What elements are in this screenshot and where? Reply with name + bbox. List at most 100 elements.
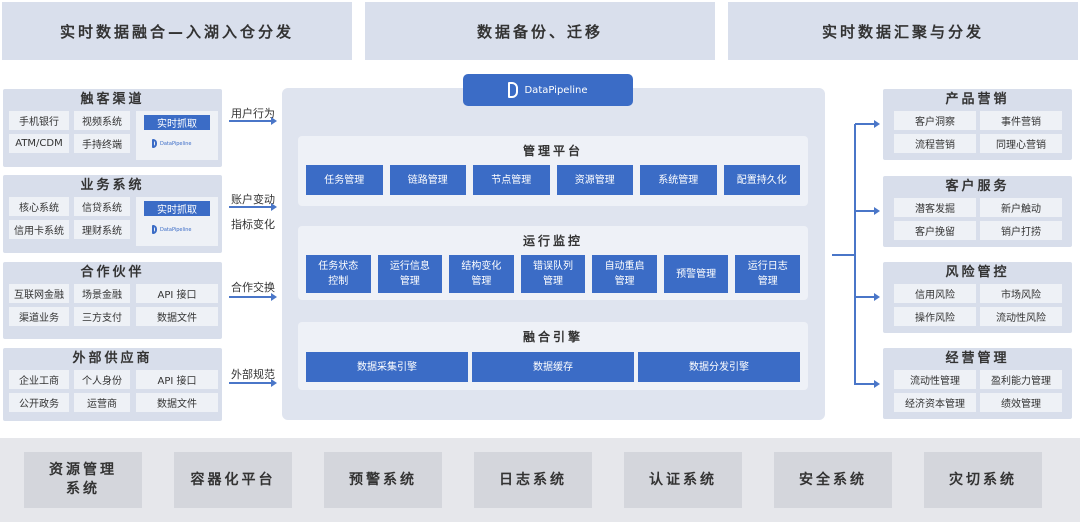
source-item: 视频系统: [74, 111, 130, 130]
application-group: 产品营销客户洞察事件营销流程营销同理心营销: [883, 89, 1072, 160]
infrastructure-system: 预警系统: [324, 452, 442, 508]
infrastructure-system: 认证系统: [624, 452, 742, 508]
module-button[interactable]: 节点管理: [473, 165, 550, 195]
application-item: 同理心营销: [980, 134, 1062, 153]
source-item: API 接口: [136, 284, 218, 303]
flow-label: 用户行为: [231, 107, 275, 120]
logo-text: DataPipeline: [160, 140, 192, 147]
source-item: 渠道业务: [9, 307, 69, 326]
module-button[interactable]: 数据采集引擎: [306, 352, 468, 382]
application-group: 经营管理流动性管理盈利能力管理经济资本管理绩效管理: [883, 348, 1072, 419]
realtime-capture-button[interactable]: 实时抓取: [144, 115, 210, 130]
section-title: 运行监控: [522, 234, 583, 248]
connector-line: [832, 254, 855, 256]
capture-panel: 实时抓取 DataPipeline: [136, 111, 218, 160]
datapipeline-logo-badge: DataPipeline: [463, 74, 633, 106]
flow-arrow: [855, 207, 880, 215]
application-item: 流程营销: [894, 134, 976, 153]
module-button[interactable]: 运行信息 管理: [377, 255, 443, 293]
flow-label: 外部规范: [231, 368, 275, 381]
source-item: ATM/CDM: [9, 134, 69, 153]
application-item: 流动性管理: [894, 370, 976, 389]
datapipeline-icon: [152, 225, 157, 234]
application-group: 客户服务潜客发掘新户触动客户挽留销户打捞: [883, 176, 1072, 247]
source-item: 场景金融: [74, 284, 130, 303]
platform-section: 运行监控任务状态 控制运行信息 管理结构变化 管理错误队列 管理自动重启 管理预…: [298, 226, 808, 300]
module-button[interactable]: 错误队列 管理: [520, 255, 586, 293]
datapipeline-icon: [508, 82, 519, 98]
infrastructure-system: 灾切系统: [924, 452, 1042, 508]
module-button[interactable]: 运行日志 管理: [735, 255, 800, 293]
module-button[interactable]: 配置持久化: [723, 165, 800, 195]
infrastructure-bar: 资源管理 系统容器化平台预警系统日志系统认证系统安全系统灾切系统: [0, 438, 1080, 522]
flow-label: 合作交换: [231, 281, 275, 294]
source-item: 企业工商: [9, 370, 69, 389]
section-title: 管理平台: [522, 144, 583, 158]
source-item: 公开政务: [9, 393, 69, 412]
module-button[interactable]: 系统管理: [640, 165, 717, 195]
group-title: 风险管控: [945, 265, 1010, 280]
logo-text: DataPipeline: [160, 226, 192, 233]
module-button[interactable]: 自动重启 管理: [592, 255, 657, 293]
module-button[interactable]: 预警管理: [663, 255, 729, 293]
source-item: 信贷系统: [74, 197, 130, 216]
realtime-capture-button[interactable]: 实时抓取: [144, 201, 210, 216]
module-button[interactable]: 任务状态 控制: [306, 255, 371, 293]
infrastructure-system: 容器化平台: [174, 452, 292, 508]
infrastructure-system: 安全系统: [774, 452, 892, 508]
application-item: 销户打捞: [980, 221, 1062, 240]
module-button[interactable]: 数据缓存: [472, 352, 634, 382]
flow-arrow: [229, 379, 277, 387]
application-item: 新户触动: [980, 198, 1062, 217]
flow-arrow: [855, 380, 880, 388]
module-button[interactable]: 结构变化 管理: [449, 255, 514, 293]
group-title: 产品营销: [945, 92, 1010, 107]
logo-text: DataPipeline: [524, 84, 588, 96]
source-item: API 接口: [136, 370, 218, 389]
datapipeline-icon: [152, 139, 157, 148]
source-item: 互联网金融: [9, 284, 69, 303]
module-button[interactable]: 任务管理: [306, 165, 383, 195]
application-item: 市场风险: [980, 284, 1062, 303]
source-item: 手持终端: [74, 134, 130, 153]
source-item: 数据文件: [136, 393, 218, 412]
datapipeline-logo: DataPipeline: [152, 139, 192, 148]
platform-section: 管理平台任务管理链路管理节点管理资源管理系统管理配置持久化: [298, 136, 808, 206]
flow-arrow: [229, 293, 277, 301]
platform-section: 融合引擎数据采集引擎数据缓存数据分发引擎: [298, 322, 808, 390]
group-title: 触客渠道: [80, 92, 145, 107]
application-item: 信用风险: [894, 284, 976, 303]
source-item: 手机银行: [9, 111, 69, 130]
module-button[interactable]: 数据分发引擎: [638, 352, 800, 382]
capture-panel: 实时抓取 DataPipeline: [136, 197, 218, 246]
flow-arrow: [229, 117, 277, 125]
banner-title: 实时数据汇聚与分发: [728, 2, 1078, 60]
group-title: 经营管理: [945, 351, 1010, 366]
flow-arrow: [855, 293, 880, 301]
section-title: 融合引擎: [522, 330, 583, 344]
group-title: 客户服务: [945, 179, 1010, 194]
banner-title: 数据备份、迁移: [365, 2, 715, 60]
source-item: 信用卡系统: [9, 220, 69, 239]
application-item: 潜客发掘: [894, 198, 976, 217]
datapipeline-logo: DataPipeline: [152, 225, 192, 234]
application-item: 操作风险: [894, 307, 976, 326]
application-item: 盈利能力管理: [980, 370, 1062, 389]
application-group: 风险管控信用风险市场风险操作风险流动性风险: [883, 262, 1072, 333]
source-item: 个人身份: [74, 370, 130, 389]
application-item: 客户洞察: [894, 111, 976, 130]
source-item: 理财系统: [74, 220, 130, 239]
flow-arrow: [229, 203, 277, 211]
source-group: 触客渠道手机银行视频系统 ATM/CDM 手持终端实时抓取 DataPipeline: [3, 89, 222, 167]
module-button[interactable]: 链路管理: [389, 165, 466, 195]
source-item: 三方支付: [74, 307, 130, 326]
connector-line: [854, 124, 856, 385]
infrastructure-system: 日志系统: [474, 452, 592, 508]
module-button[interactable]: 资源管理: [556, 165, 633, 195]
application-item: 经济资本管理: [894, 393, 976, 412]
source-item: 运营商: [74, 393, 130, 412]
application-item: 事件营销: [980, 111, 1062, 130]
